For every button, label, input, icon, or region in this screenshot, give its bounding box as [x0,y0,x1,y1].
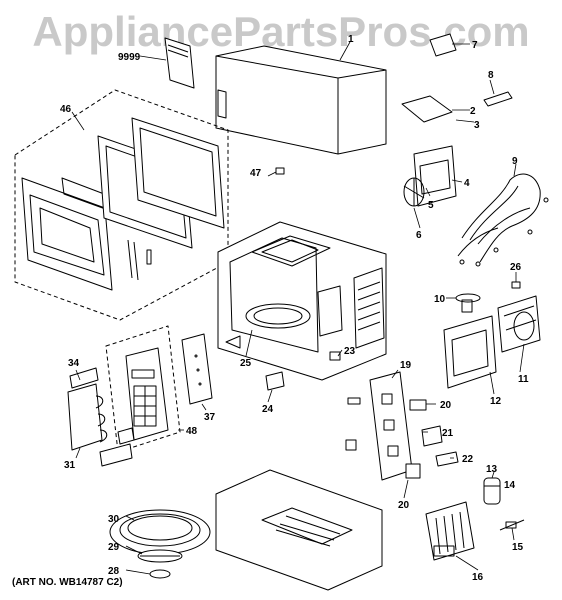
callout-2: 2 [470,106,476,117]
callout-12: 12 [490,396,502,407]
bracket-part [401,33,457,123]
callout-14: 14 [504,480,516,491]
callout-9: 9 [512,156,518,167]
screw-part [511,281,521,289]
callout-48: 48 [186,426,198,437]
interlock-switch-part [405,399,459,479]
callout-19: 19 [400,360,412,371]
callout-26: 26 [510,262,522,273]
lamp-socket-part [455,293,481,313]
callout-24: 24 [262,404,274,415]
thermal-cutoff-part [483,91,513,107]
callout-13: 13 [486,464,498,475]
transformer-part [497,295,541,353]
callout-22: 22 [462,454,474,465]
callout-37: 37 [204,412,216,423]
callout-21: 21 [442,428,454,439]
callout-15: 15 [512,542,524,553]
callout-10: 10 [434,294,446,305]
callout-46: 46 [60,104,72,115]
control-frame-part [67,367,108,451]
switch-part [265,351,341,391]
callout-47: 47 [250,168,262,179]
clip-part [275,167,285,175]
callout-3: 3 [474,120,480,131]
turntable-part [109,509,211,579]
callout-16: 16 [472,572,484,583]
art-number: (ART NO. WB14787 C2) [12,577,123,588]
callout-1: 1 [348,34,354,45]
callout-29: 29 [108,542,120,553]
door-part [21,117,225,291]
control-panel-part [99,347,169,467]
callout-30: 30 [108,514,120,525]
callout-8: 8 [488,70,494,81]
callout-20a: 20 [440,400,452,411]
callout-5: 5 [428,200,434,211]
callout-31: 31 [64,460,76,471]
callout-labels: 9999 1 7 8 2 3 4 5 6 9 10 26 11 12 47 25… [60,34,529,583]
callout-20b: 20 [398,500,410,511]
callout-25: 25 [240,358,252,369]
callout-23: 23 [344,346,356,357]
callout-9999: 9999 [118,52,141,63]
control-panel-outline [105,325,181,453]
latch-board-part [345,371,413,481]
owner-manual-part [164,37,195,89]
callout-28: 28 [108,566,120,577]
callout-7: 7 [472,40,478,51]
leader-lines [71,41,525,575]
callout-6: 6 [416,230,422,241]
air-duct-part [443,315,497,389]
outer-case-part [215,45,387,155]
callout-11: 11 [518,374,529,385]
callout-4: 4 [464,178,470,189]
fan-duct-part [403,145,457,207]
wire-harness-part [457,173,549,267]
hv-diode-part [499,519,525,531]
base-plate-part [215,469,383,591]
callout-34: 34 [68,358,80,369]
hv-transformer-part [425,501,475,561]
cavity-part [217,221,387,381]
hv-capacitor-part [483,477,501,505]
touch-panel-part [181,333,213,405]
